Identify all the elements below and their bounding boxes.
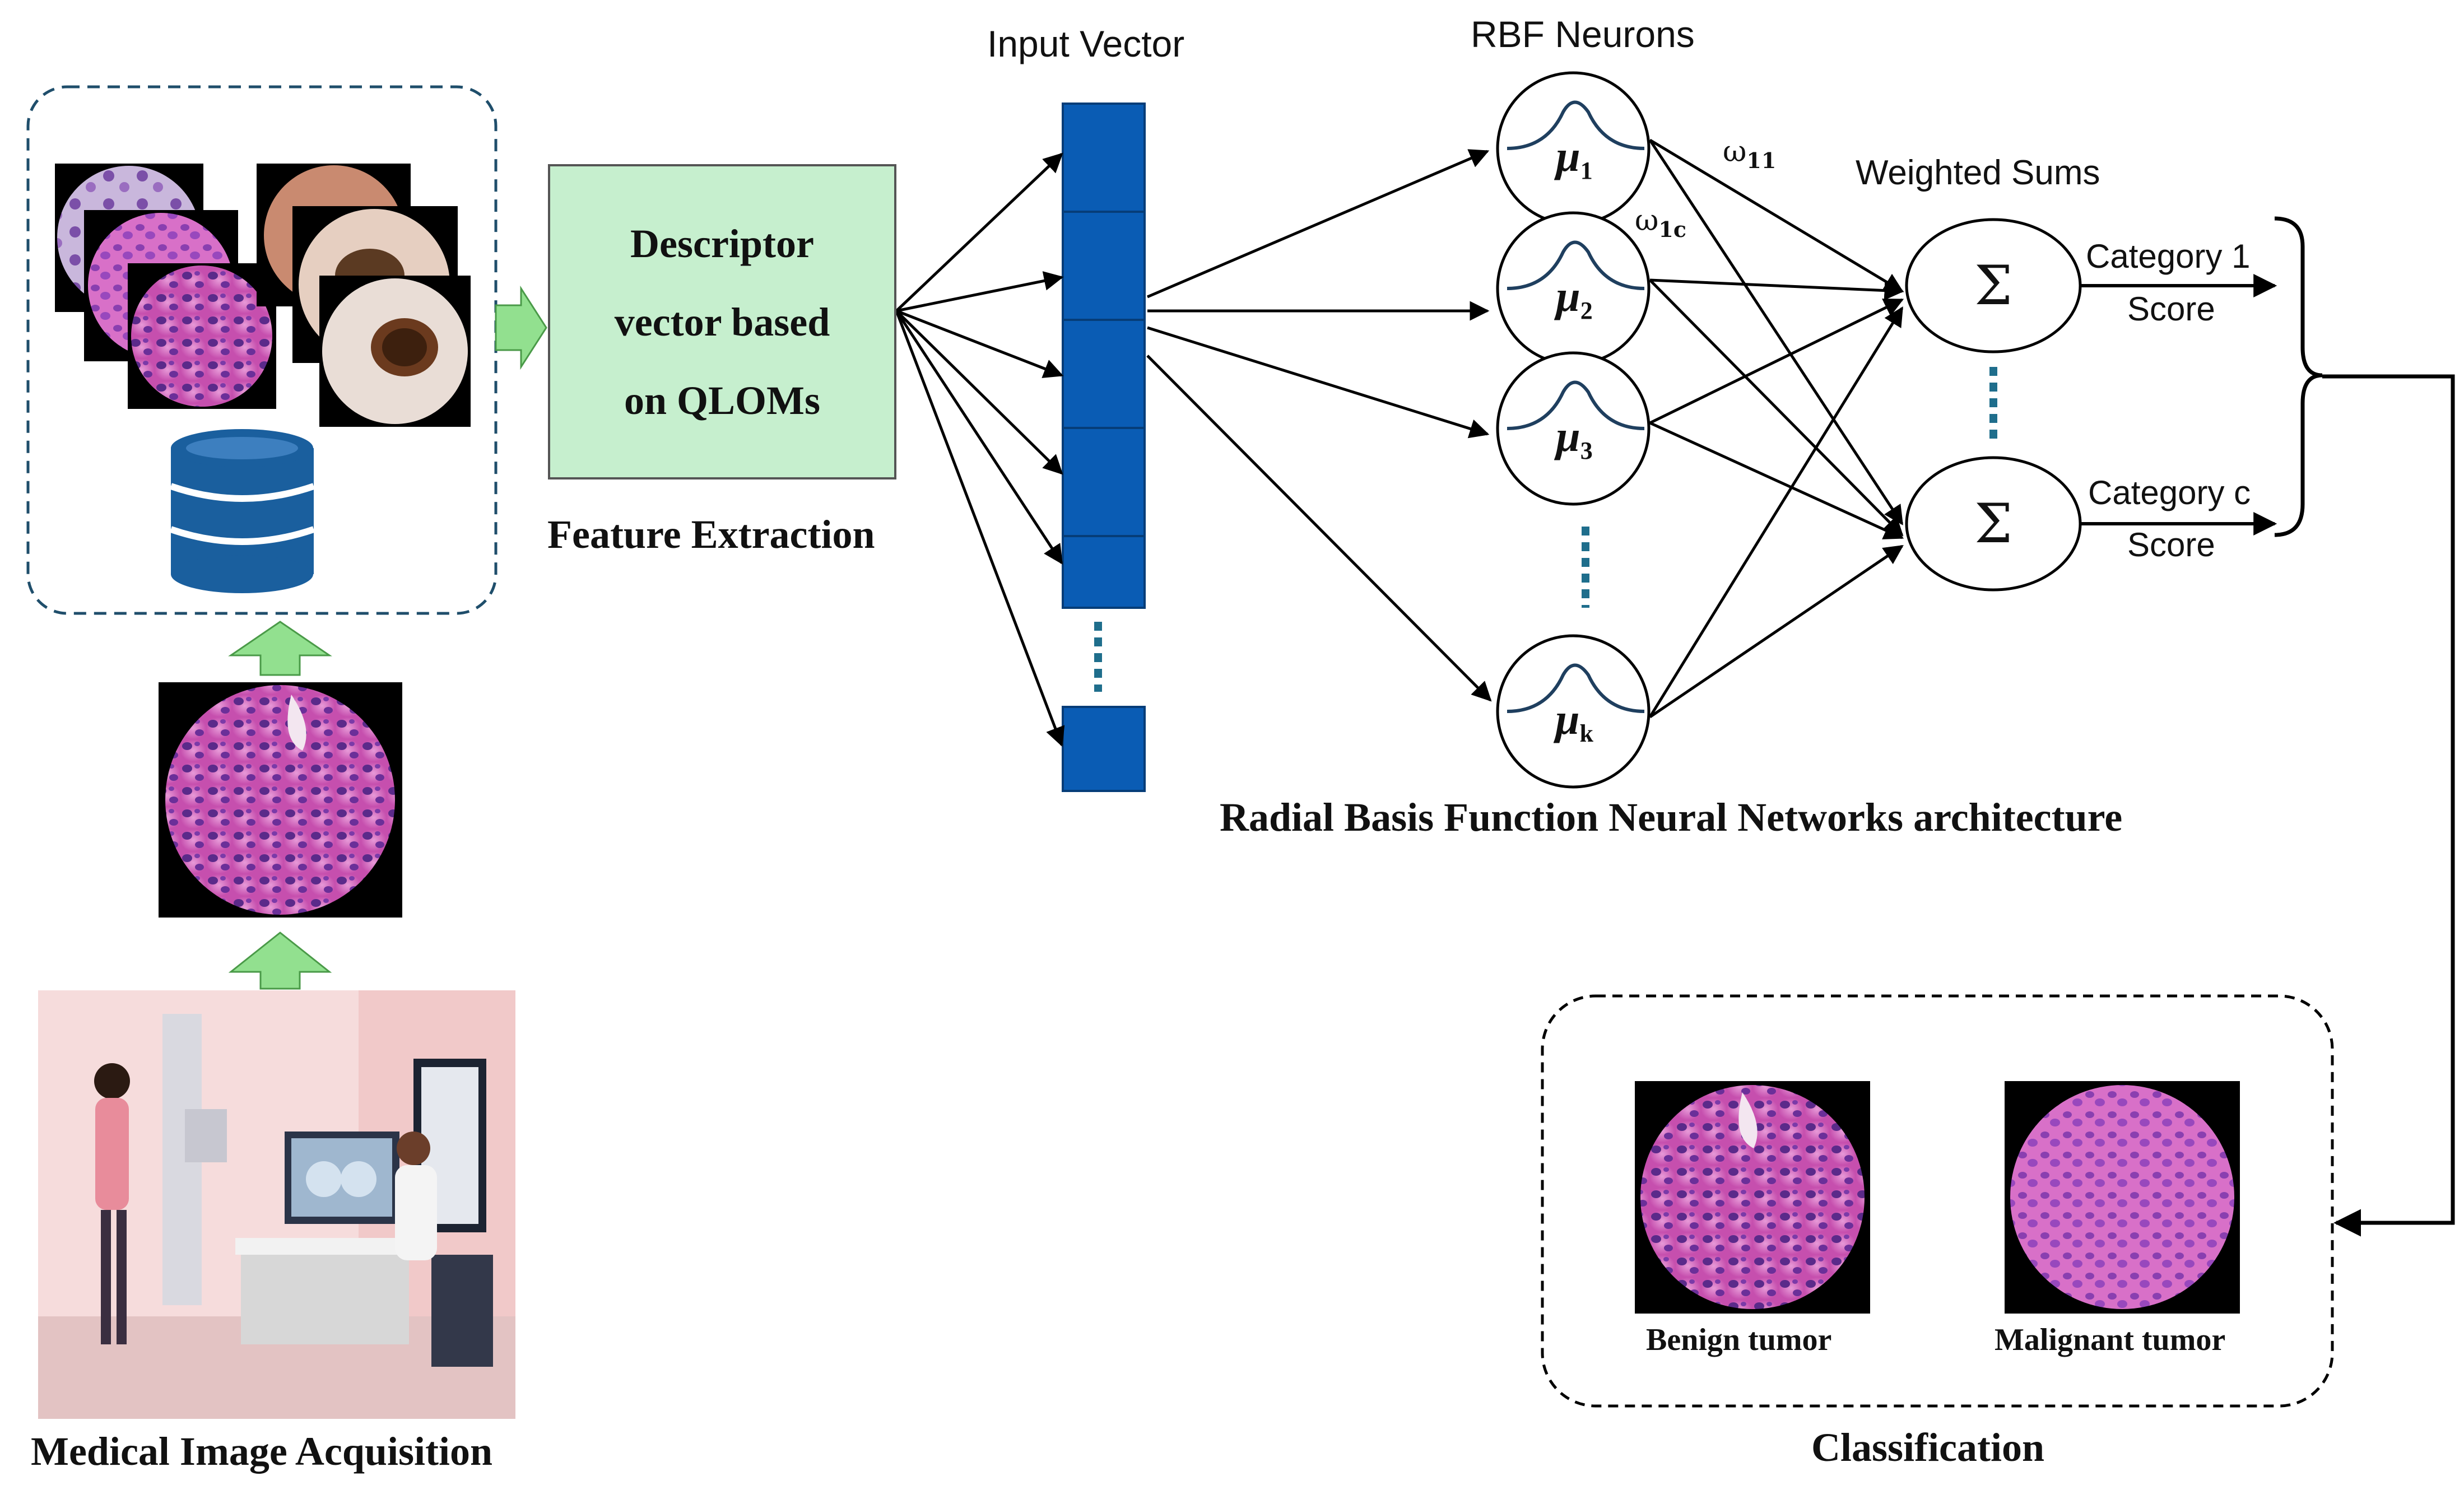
rbf-neurons <box>1496 71 1651 789</box>
neuron-index: k <box>1579 720 1593 747</box>
input-vector-label: Input Vector <box>987 23 1185 64</box>
malignant-tumor-label: Malignant tumor <box>1995 1323 2226 1357</box>
score-arrows <box>2080 274 2277 536</box>
gaussian-curve <box>1507 663 1645 713</box>
rbf-neuron-k <box>1496 634 1651 789</box>
mu-symbol: μ <box>1556 272 1580 320</box>
descriptor-line-1: Descriptor <box>630 221 814 266</box>
category-c-score-label: Score <box>2127 526 2215 564</box>
benign-tumor-image <box>1635 1081 1870 1314</box>
medical-image-acquisition-label: Medical Image Acquisition <box>31 1429 492 1474</box>
input-vector-cell <box>1062 319 1146 429</box>
omega-symbol: ω <box>1723 135 1747 169</box>
benign-tumor-label: Benign tumor <box>1646 1323 1832 1357</box>
descriptor-vector-box: Descriptor vector based on QLOMs <box>548 164 896 479</box>
rbf-neurons-label: RBF Neurons <box>1471 13 1695 55</box>
neuron-index: 2 <box>1580 297 1593 324</box>
flow-arrow-up-1 <box>228 621 332 676</box>
input-vector-cell <box>1062 103 1146 213</box>
weight-w11-label: ω11 <box>1723 137 1776 171</box>
classification-connector <box>2322 374 2455 1237</box>
category-1-label: Category 1 <box>2086 238 2251 275</box>
skin-lesion-image-stack <box>257 164 471 427</box>
weight-w1c-label: ω1c <box>1635 206 1686 240</box>
omega-symbol: ω <box>1635 204 1659 238</box>
mu-symbol: μ <box>1556 132 1580 180</box>
classification-label: Classification <box>1811 1425 2045 1470</box>
rbf-neuron-2-label: μ2 <box>1518 274 1630 323</box>
malignant-tumor-image <box>2005 1081 2240 1314</box>
feature-extraction-label: Feature Extraction <box>547 512 875 557</box>
weighted-sums-label: Weighted Sums <box>1856 153 2100 192</box>
neuron-index: 3 <box>1580 437 1593 464</box>
rbf-neuron-k-label: μk <box>1518 697 1630 746</box>
database-icon <box>170 429 315 593</box>
category-1-score-label: Score <box>2127 290 2215 328</box>
neuron-index: 1 <box>1580 157 1593 184</box>
descriptor-line-2: vector based <box>614 299 830 344</box>
rbf-neuron-1-label: μ1 <box>1518 134 1630 183</box>
rbf-neuron-3-label: μ3 <box>1518 415 1630 463</box>
flow-arrow-to-descriptor <box>495 285 547 370</box>
score-bracket <box>2274 216 2323 537</box>
flow-arrow-up-2 <box>228 932 332 990</box>
input-vector-cell <box>1062 211 1146 321</box>
input-vector-cell <box>1062 535 1146 609</box>
descriptor-line-3: on QLOMs <box>624 378 821 423</box>
mu-symbol: μ <box>1555 695 1580 743</box>
input-vector <box>1062 103 1146 792</box>
gaussian-curve <box>1507 100 1645 150</box>
rbfnn-architecture-label: Radial Basis Function Neural Networks ar… <box>1220 795 2123 840</box>
weight-index: 1c <box>1658 217 1686 242</box>
classification-dashed-panel <box>1541 994 2334 1408</box>
weight-index: 11 <box>1746 148 1777 173</box>
category-c-label: Category c <box>2088 474 2251 511</box>
gaussian-curve <box>1507 240 1645 290</box>
mu-symbol: μ <box>1556 412 1580 460</box>
sum-symbol-category-1: Σ <box>1974 254 2012 317</box>
sum-symbol-category-c: Σ <box>1974 492 2012 555</box>
rbf-neuron-3 <box>1496 351 1651 506</box>
gaussian-curve <box>1507 380 1645 430</box>
vector-to-rbf-arrows <box>1146 149 1492 702</box>
descriptor-to-vector-arrows <box>895 152 1065 747</box>
acquired-histology-image <box>159 682 402 918</box>
sum-nodes <box>1905 218 2082 592</box>
input-vector-cell <box>1062 427 1146 537</box>
rbf-to-sum-arrows <box>1648 138 1904 719</box>
histology-image-stack <box>55 164 276 409</box>
mammography-scene-illustration <box>38 990 515 1419</box>
input-vector-cell <box>1062 706 1146 792</box>
